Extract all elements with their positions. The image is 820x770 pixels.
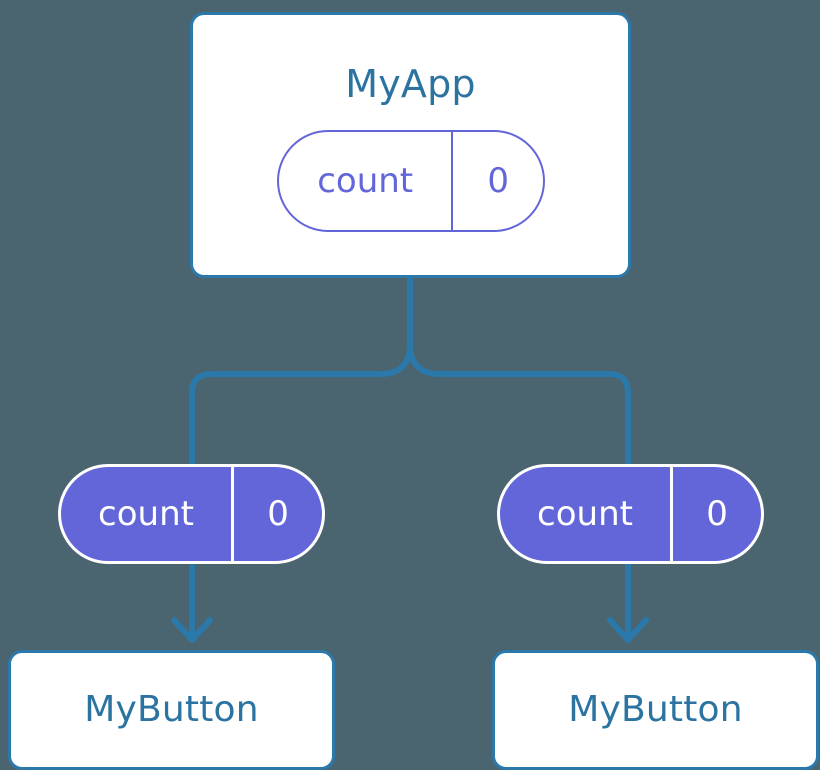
prop-pill-value-right: 0 bbox=[670, 467, 761, 561]
state-pill-key: count bbox=[317, 161, 414, 201]
prop-pill-right[interactable]: count 0 bbox=[497, 464, 764, 564]
component-node-mybutton-right[interactable]: MyButton bbox=[492, 650, 819, 770]
arrowhead-right bbox=[607, 617, 649, 643]
prop-pill-left[interactable]: count 0 bbox=[58, 464, 325, 564]
component-node-mybutton-left[interactable]: MyButton bbox=[8, 650, 335, 770]
state-pill-count[interactable]: count 0 bbox=[277, 130, 545, 232]
component-title-myapp: MyApp bbox=[345, 62, 476, 106]
component-title-mybutton-left: MyButton bbox=[84, 689, 259, 730]
fork-branch-left bbox=[189, 341, 413, 469]
arrowhead-left bbox=[171, 617, 213, 643]
fork-branch-right bbox=[407, 341, 631, 469]
state-pill-value: 0 bbox=[451, 132, 543, 230]
prop-pill-key-right: count bbox=[537, 494, 633, 534]
prop-pill-key-left: count bbox=[98, 494, 194, 534]
component-title-mybutton-right: MyButton bbox=[568, 689, 743, 730]
prop-pill-value-left: 0 bbox=[231, 467, 322, 561]
